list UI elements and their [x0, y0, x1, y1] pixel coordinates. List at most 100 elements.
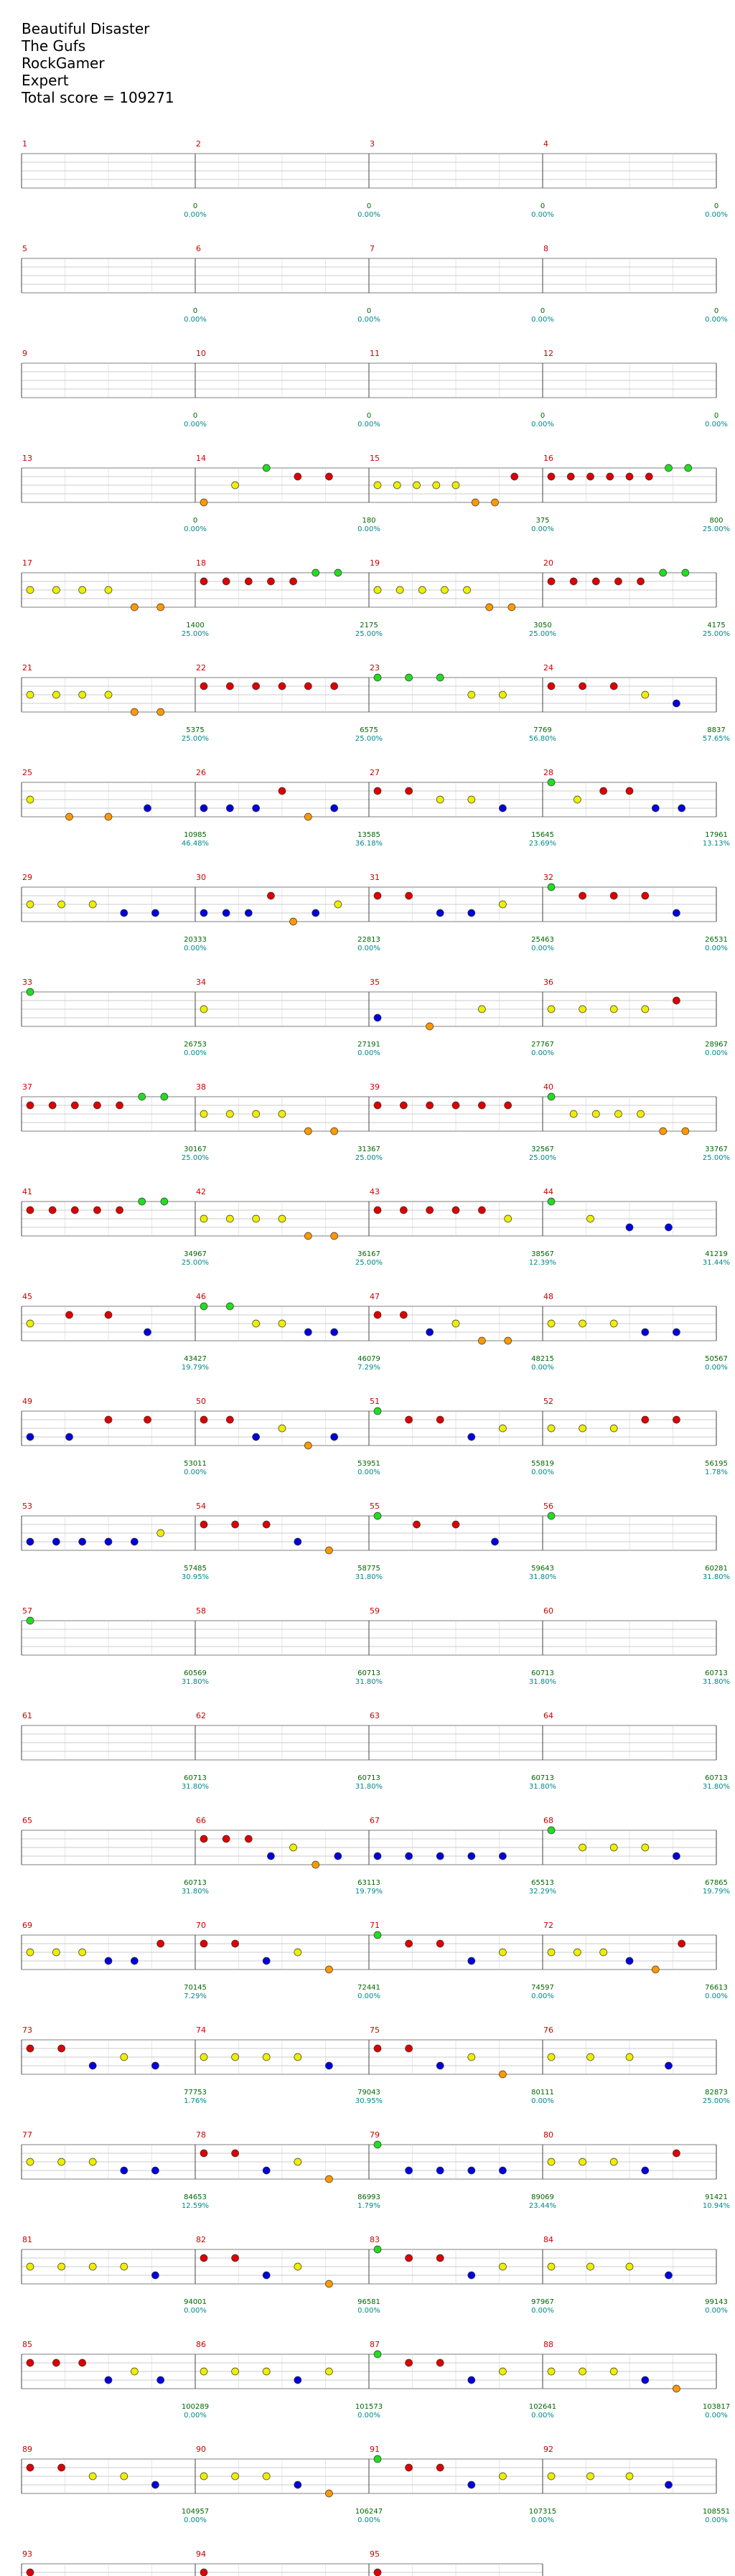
measure-number: 10 — [196, 349, 206, 358]
measure-number: 47 — [370, 1292, 380, 1301]
note-gem — [614, 577, 622, 586]
measure-number: 42 — [196, 1187, 206, 1196]
note-gem — [491, 1537, 499, 1546]
note-gem — [52, 690, 60, 699]
measure-score: 30167 — [184, 1146, 207, 1153]
measure-number: 69 — [22, 1921, 32, 1930]
measure-number: 37 — [22, 1082, 32, 1092]
note-gem — [26, 1101, 34, 1110]
measure-percent: 0.00% — [531, 2412, 554, 2420]
note-gem — [451, 1206, 460, 1214]
note-gem — [325, 2061, 333, 2070]
measure-score: 20333 — [184, 936, 207, 944]
note-gem — [609, 2158, 618, 2166]
note-gem — [57, 2463, 65, 2472]
measure-percent: 0.00% — [531, 525, 554, 533]
measure-percent: 25.00% — [703, 525, 730, 533]
note-gem — [651, 804, 660, 812]
note-gem — [436, 1939, 444, 1948]
note-gem — [436, 1415, 444, 1424]
measure-number: 24 — [543, 663, 553, 673]
measure-number: 54 — [196, 1502, 206, 1511]
note-gem — [225, 1214, 234, 1223]
note-gem — [405, 1415, 413, 1424]
measure-score: 94001 — [184, 2298, 207, 2306]
note-gem — [405, 1852, 413, 1860]
measure-score: 72441 — [357, 1984, 380, 1992]
note-gem — [200, 1939, 208, 1948]
note-gem — [451, 1101, 460, 1110]
measure-number: 9 — [22, 349, 27, 358]
measure-score: 180 — [362, 517, 375, 525]
measure-percent: 0.00% — [357, 2307, 380, 2315]
note-gem — [93, 1101, 101, 1110]
measure-number: 29 — [22, 873, 32, 882]
measure-number: 79 — [370, 2130, 380, 2140]
note-gem — [681, 1127, 690, 1135]
note-gem — [57, 2044, 65, 2053]
note-gem — [569, 1110, 578, 1118]
measure-percent: 0.00% — [531, 2307, 554, 2315]
measure-percent: 25.00% — [182, 1154, 209, 1162]
measure-percent: 1.79% — [357, 2202, 380, 2210]
measure-number: 77 — [22, 2130, 32, 2140]
note-gem — [665, 2271, 673, 2280]
note-gem — [304, 682, 312, 690]
note-gem — [120, 2262, 128, 2271]
measure-percent: 0.00% — [357, 421, 380, 428]
measure-number: 76 — [543, 2025, 553, 2035]
note-gem — [26, 988, 34, 996]
note-gem — [262, 2367, 271, 2376]
note-gem — [231, 481, 239, 490]
note-gem — [684, 464, 693, 472]
note-gem — [579, 1005, 586, 1013]
note-gem — [373, 1512, 382, 1520]
note-gem — [507, 603, 516, 612]
note-gem — [625, 1957, 634, 1965]
measure-number: 84 — [543, 2235, 553, 2244]
measure-percent: 0.00% — [184, 2307, 207, 2315]
note-gem — [88, 2061, 97, 2070]
note-gem — [547, 2472, 556, 2481]
measure-score: 38567 — [531, 1250, 554, 1258]
measure-percent: 0.00% — [705, 2412, 728, 2420]
measure-score: 8837 — [707, 726, 725, 734]
measure-number: 12 — [543, 349, 553, 358]
note-gem — [547, 778, 556, 787]
measure-number: 13 — [22, 454, 32, 463]
measure-score: 800 — [709, 517, 723, 525]
measure-number: 55 — [370, 1502, 380, 1511]
note-gem — [57, 900, 65, 909]
note-gem — [504, 1101, 512, 1110]
measure-percent: 0.00% — [184, 1469, 207, 1476]
note-gem — [467, 2053, 476, 2061]
measure-percent: 31.80% — [703, 1783, 730, 1791]
measure-number: 81 — [22, 2235, 32, 2244]
note-gem — [26, 2158, 34, 2166]
measure-number: 50 — [196, 1397, 206, 1406]
note-gem — [436, 1852, 444, 1860]
measure-score: 27767 — [531, 1041, 554, 1049]
measure-score: 48215 — [531, 1355, 554, 1363]
note-gem — [499, 2070, 507, 2079]
measure-score: 0 — [367, 412, 371, 420]
note-gem — [120, 909, 128, 917]
note-gem — [673, 2384, 680, 2393]
note-gem — [138, 1197, 146, 1206]
note-gem — [491, 498, 499, 507]
note-gem — [278, 1110, 286, 1118]
note-gem — [200, 1520, 208, 1529]
measure-number: 80 — [543, 2130, 553, 2140]
measure-score: 100289 — [182, 2403, 209, 2411]
note-gem — [467, 1852, 476, 1860]
measure-number: 52 — [543, 1397, 553, 1406]
measure-percent: 0.00% — [357, 211, 380, 219]
measure-number: 67 — [370, 1816, 380, 1825]
note-gem — [334, 568, 342, 577]
note-gem — [278, 1214, 286, 1223]
measure-percent: 31.80% — [182, 1888, 209, 1896]
note-gem — [304, 1441, 312, 1450]
song-artist: The Gufs — [22, 37, 86, 55]
note-gem — [88, 2262, 97, 2271]
note-gem — [499, 2262, 507, 2271]
